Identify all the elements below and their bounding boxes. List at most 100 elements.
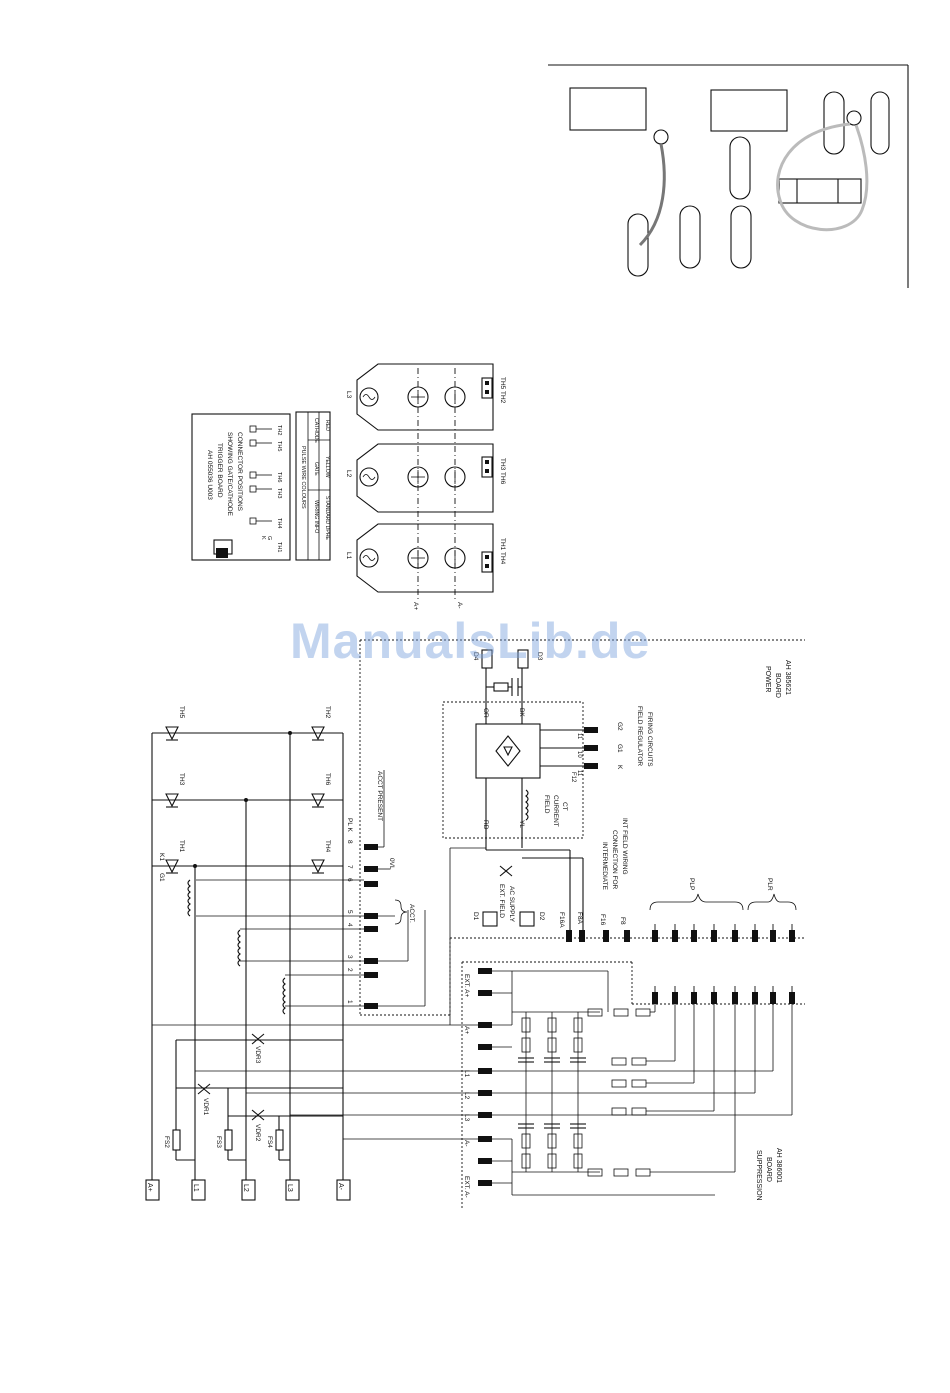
connector-pin xyxy=(732,992,738,1004)
phase-l2-thyristors: TH3 TH6 xyxy=(499,458,506,485)
fuse-f8-label: F8 xyxy=(619,917,626,925)
phase-module-l3: L3 TH5 TH2 xyxy=(345,363,506,431)
fuse-f16a-label: F16A xyxy=(558,912,565,928)
field-ct-line-1: FIELD xyxy=(543,795,550,814)
supp-a-plus: A+ xyxy=(463,1026,470,1034)
phase-l3-thyristors: TH5 TH2 xyxy=(499,377,506,404)
acct-present-label: ACCT PRESENT xyxy=(376,771,383,821)
connector-pin xyxy=(672,992,678,1004)
pulse-row-wiring: STANDARD DPHE xyxy=(324,496,330,541)
field-g1-label: G1 xyxy=(616,744,623,753)
fuse-fs2: FS2 xyxy=(163,1136,170,1148)
connector-pin xyxy=(711,992,717,1004)
terminal-l1: L1 xyxy=(192,1184,199,1192)
field-f12-label: F12 xyxy=(570,772,576,783)
plp-plr-bottom-connectors xyxy=(652,986,795,1004)
varistor-vdr2: VDR2 xyxy=(254,1124,261,1142)
terminal-l3: L3 xyxy=(286,1184,293,1192)
trigger-board-line-3: SHOWING GATE/CATHODE xyxy=(226,432,233,517)
ct-coil-1 xyxy=(187,879,191,917)
thyristor-th6 xyxy=(311,793,325,808)
terminal-l2: L2 xyxy=(242,1184,249,1192)
field-ct-line-3: CT xyxy=(561,802,568,811)
thyristor-th1 xyxy=(165,859,179,874)
fuse-fs4: FS4 xyxy=(266,1136,273,1148)
phase-l3-label: L3 xyxy=(345,391,352,399)
plk-pin-1: 1 xyxy=(346,1000,353,1004)
field-pin-11b: 11 xyxy=(576,770,582,777)
connector-pin xyxy=(652,930,658,942)
thyristor-th2 xyxy=(311,726,325,741)
plk-label: PL K xyxy=(346,818,353,833)
field-d3-label: D3 xyxy=(536,652,543,661)
supp-l1: L1 xyxy=(463,1070,470,1078)
thyristor-th5 xyxy=(165,726,179,741)
field-d2-label: D2 xyxy=(538,912,545,921)
phase-l1-label: L1 xyxy=(345,552,352,560)
field-g2-label: G2 xyxy=(616,722,623,731)
plk-pin-4: 4 xyxy=(346,923,353,927)
plp-plr-top-connectors xyxy=(652,924,795,942)
ovl-label: 0VL xyxy=(388,858,395,870)
connector-pin xyxy=(691,992,697,1004)
terminal-a-minus: A- xyxy=(337,1183,344,1191)
connector-pin xyxy=(789,930,795,942)
trigger-pin-th4: TH4 xyxy=(276,518,282,528)
thyristor-th3 xyxy=(165,793,179,808)
intermediate-line-1: INTERMEDIATE xyxy=(601,842,608,891)
terminal-a-plus: A+ xyxy=(146,1183,153,1192)
suppression-board-line-3: AH 386001 xyxy=(775,1148,782,1183)
plp-label: PLP xyxy=(688,878,695,890)
pulse-table-title: PULSE WIRE COLOURS xyxy=(300,446,306,509)
thyristor-th4 xyxy=(311,859,325,874)
connector-pin xyxy=(752,992,758,1004)
fuses: FS2 FS3 FS4 xyxy=(163,1040,290,1161)
plk-pin-7: 7 xyxy=(346,865,353,869)
plr-label: PLR xyxy=(766,878,773,891)
trigger-pin-th2: TH2 xyxy=(276,425,282,435)
ext-field-line-2: AC SUPPLY xyxy=(508,886,515,923)
varistors: VDR1 VDR2 VDR3 xyxy=(176,1033,343,1142)
phase-module-l2: L2 TH3 TH6 xyxy=(345,443,506,513)
connector-pin xyxy=(789,992,795,1004)
power-board-line-1: POWER xyxy=(764,666,771,692)
intermediate-line-3: INT FIELD WIRING xyxy=(621,818,628,875)
varistor-vdr3: VDR3 xyxy=(254,1046,261,1064)
connector-pin xyxy=(732,930,738,942)
supp-l2: L2 xyxy=(463,1092,470,1100)
connector-pin xyxy=(770,930,776,942)
trigger-board-line-2: TRIGGER BOARD xyxy=(216,443,223,498)
ct-coil-2 xyxy=(237,929,241,967)
power-board-line-3: AH 385621 xyxy=(784,660,791,695)
plk-pin-5: 5 xyxy=(346,910,353,914)
field-d1-label: D1 xyxy=(472,912,479,921)
plk-connector: 8 7 6 5 4 3 2 1 PL K ACCT PRESENT 0VL AC… xyxy=(196,770,426,1009)
ext-field-line-1: EXT. FIELD xyxy=(498,884,505,918)
field-ct-line-2: CURRENT xyxy=(552,795,559,827)
label-th5: TH5 xyxy=(178,706,185,719)
plk-pin-3: 3 xyxy=(346,955,353,959)
input-terminals: A+ L1 L2 L3 A- xyxy=(145,1179,351,1201)
connector-pin xyxy=(752,930,758,942)
field-regulator-line-1: FIELD REGULATOR xyxy=(636,706,643,766)
pulse-header-gate: GATE xyxy=(313,462,319,476)
connector-pin xyxy=(672,930,678,942)
fuse-f8a-label: F8A xyxy=(576,912,583,925)
thyristor-bridge: TH5 TH3 TH1 TH2 TH6 TH4 G1 K1 xyxy=(151,706,344,1180)
trigger-g-label: G xyxy=(266,536,272,540)
suppression-board-line-2: BOARD xyxy=(765,1157,772,1182)
fuse-f16-label: F16 xyxy=(599,914,606,926)
label-th6: TH6 xyxy=(324,773,331,786)
label-g1: G1 xyxy=(158,873,165,882)
field-k-label: K xyxy=(616,765,623,770)
pulse-header-wiring: WIRING INFO xyxy=(313,500,319,533)
trigger-board-line-1: AH 055036 U003 xyxy=(206,450,213,500)
trigger-k-label: K xyxy=(260,536,266,540)
cabinet-outline xyxy=(548,64,909,288)
suppression-board-line-1: SUPPRESSION xyxy=(755,1150,762,1201)
supp-a-minus: A- xyxy=(463,1140,470,1147)
pulse-header-cathode: CATHODE xyxy=(313,418,319,444)
bus-a-minus-label: A- xyxy=(456,602,463,609)
trigger-pin-th3: TH3 xyxy=(276,488,282,498)
